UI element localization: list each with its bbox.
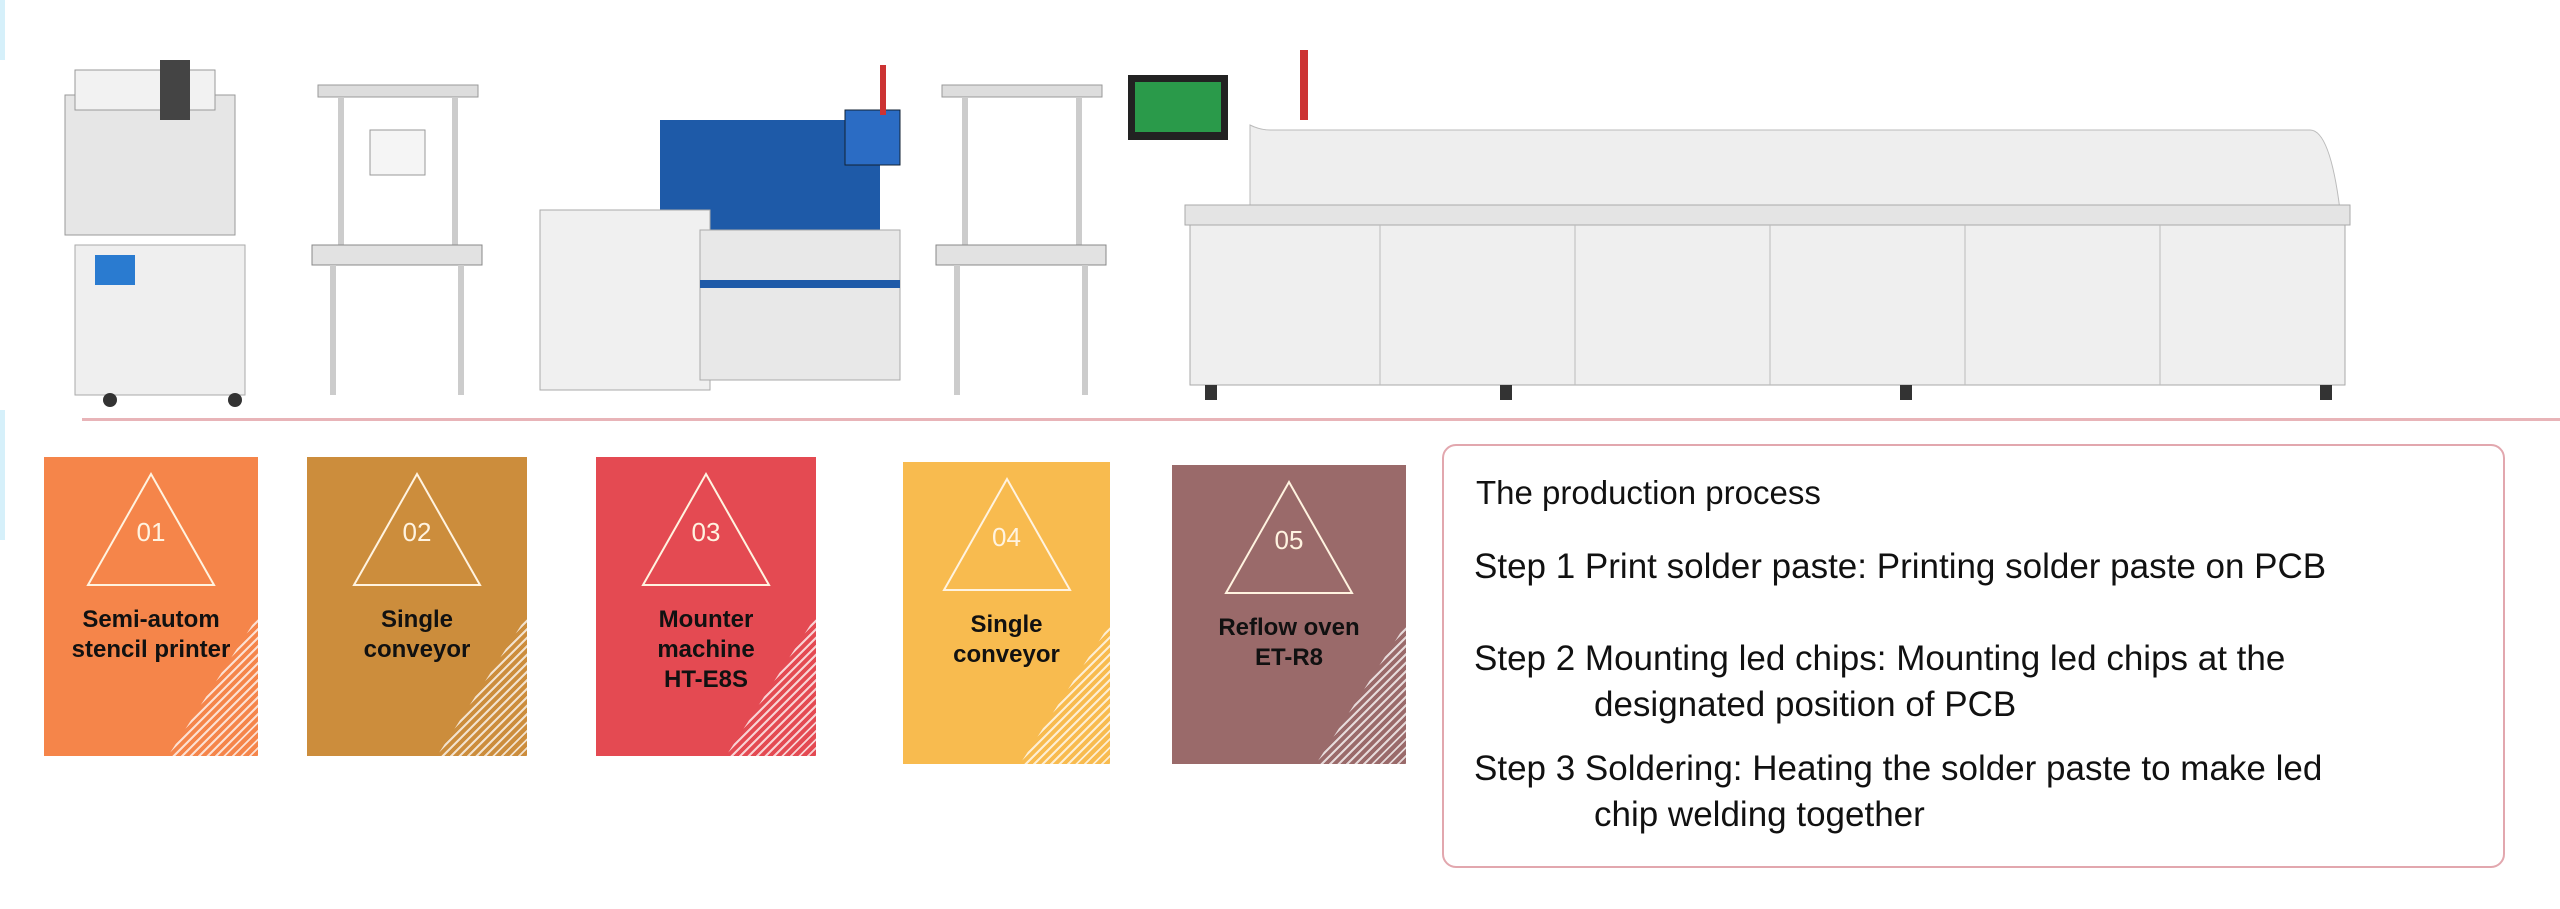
station-label: Semi-autom stencil printer <box>50 605 252 665</box>
triangle-icon <box>1224 479 1354 594</box>
station-label-line: HT-E8S <box>663 666 749 693</box>
station-label-line: Mounter <box>658 606 754 633</box>
reflow-oven-image <box>1128 50 2351 400</box>
conveyor-image <box>311 84 483 395</box>
station-label-line: conveyor <box>363 636 471 663</box>
machines-illustration <box>64 50 2351 407</box>
station-label: Single conveyor <box>313 605 521 665</box>
process-title: The production process <box>1476 474 1821 511</box>
triangle-icon <box>941 476 1072 591</box>
triangle-icon <box>352 471 482 586</box>
station-card-4: 04 Single conveyor <box>903 462 1110 764</box>
station-label-line: Semi-autom <box>82 606 220 633</box>
station-card-1: 01 Semi-autom stencil printer <box>44 457 258 756</box>
triangle-icon <box>86 471 216 586</box>
station-label-line: stencil printer <box>71 636 231 663</box>
station-label-line: ET-R8 <box>1254 644 1323 671</box>
edge-mark <box>0 410 5 540</box>
station-label-line: machine <box>657 636 755 663</box>
step-text-continued: chip welding together <box>1594 795 1925 834</box>
process-step-2: Step 2 Mounting led chips: Mounting led … <box>1474 636 2285 728</box>
triangle-icon <box>641 471 771 586</box>
mounter-machine-image <box>539 65 901 391</box>
station-card-2: 02 Single conveyor <box>307 457 527 756</box>
step-text: Step 3 Soldering: Heating the solder pas… <box>1474 749 2323 788</box>
divider-line <box>82 418 2560 421</box>
station-label-line: Single <box>380 606 453 633</box>
station-number: 05 <box>1274 525 1304 555</box>
step-text: Step 2 Mounting led chips: Mounting led … <box>1474 639 2286 678</box>
station-number: 01 <box>136 517 166 547</box>
station-label-line: Single <box>970 611 1043 638</box>
station-number: 04 <box>992 522 1021 552</box>
production-process-box: The production process Step 1 Print sold… <box>1442 444 2505 868</box>
process-step-1: Step 1 Print solder paste: Printing sold… <box>1474 544 2326 590</box>
station-label-line: Reflow oven <box>1218 614 1360 641</box>
conveyor-image <box>935 84 1107 395</box>
station-number: 03 <box>691 517 721 547</box>
step-text-continued: designated position of PCB <box>1594 685 2017 724</box>
station-label-line: conveyor <box>953 641 1060 668</box>
process-step-3: Step 3 Soldering: Heating the solder pas… <box>1474 746 2322 838</box>
edge-mark <box>0 0 5 60</box>
station-label: Single conveyor <box>909 610 1104 670</box>
step-text: Step 1 Print solder paste: Printing sold… <box>1474 547 2327 586</box>
station-number: 02 <box>402 517 432 547</box>
stencil-printer-image <box>64 60 246 407</box>
